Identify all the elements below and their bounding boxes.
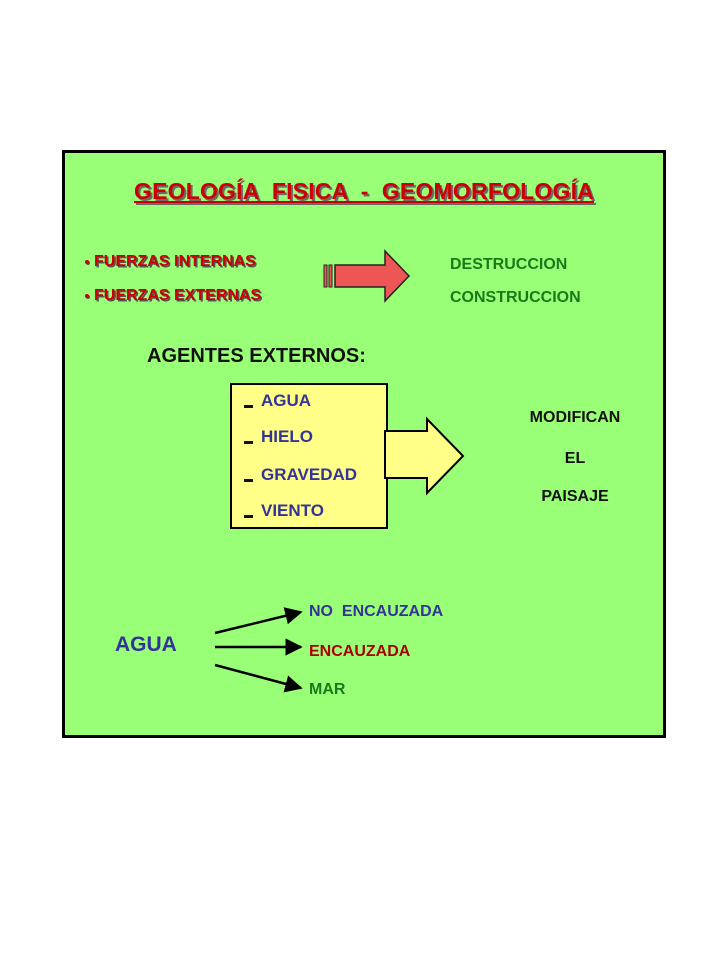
red-arrow-icon <box>323 249 411 303</box>
diagram-shapes <box>214 249 465 693</box>
agents-heading: AGENTES EXTERNOS: <box>147 345 366 367</box>
dash-icon <box>244 434 253 444</box>
arrow-to-mar <box>214 663 303 693</box>
external-forces-label: FUERZAS EXTERNAS <box>94 287 262 304</box>
effect-line-1: MODIFICAN <box>529 409 621 426</box>
effect-line-2: EL <box>564 450 586 467</box>
branch-mar: MAR <box>309 681 346 698</box>
dash-icon <box>244 398 253 408</box>
agent-item-gravedad: GRAVEDAD <box>244 465 357 485</box>
dash-icon <box>244 508 253 518</box>
yellow-arrow-icon <box>384 416 465 496</box>
agent-item-hielo: HIELO <box>244 427 313 447</box>
branch-no-encauzada: NO ENCAUZADA <box>309 603 444 620</box>
slide-panel: GEOLOGÍA FISICA - GEOMORFOLOGÍA FUERZAS … <box>62 150 666 738</box>
page-title: GEOLOGÍA FISICA - GEOMORFOLOGÍA <box>134 178 594 204</box>
bullet-internal-forces: FUERZAS INTERNAS <box>85 253 256 271</box>
bullet-icon <box>85 259 89 264</box>
water-label: AGUA <box>115 633 177 656</box>
dash-icon <box>244 472 253 482</box>
bullet-external-forces: FUERZAS EXTERNAS <box>85 287 261 305</box>
destruction-label: DESTRUCCION <box>450 256 568 273</box>
agent-item-agua: AGUA <box>244 391 311 411</box>
bullet-icon <box>85 293 89 298</box>
construction-label: CONSTRUCCION <box>450 289 581 306</box>
internal-forces-label: FUERZAS INTERNAS <box>94 253 256 270</box>
effect-line-3: PAISAJE <box>541 488 609 505</box>
agent-item-viento: VIENTO <box>244 501 324 521</box>
branch-encauzada: ENCAUZADA <box>309 643 411 660</box>
arrow-to-no-encauzada <box>214 607 303 635</box>
